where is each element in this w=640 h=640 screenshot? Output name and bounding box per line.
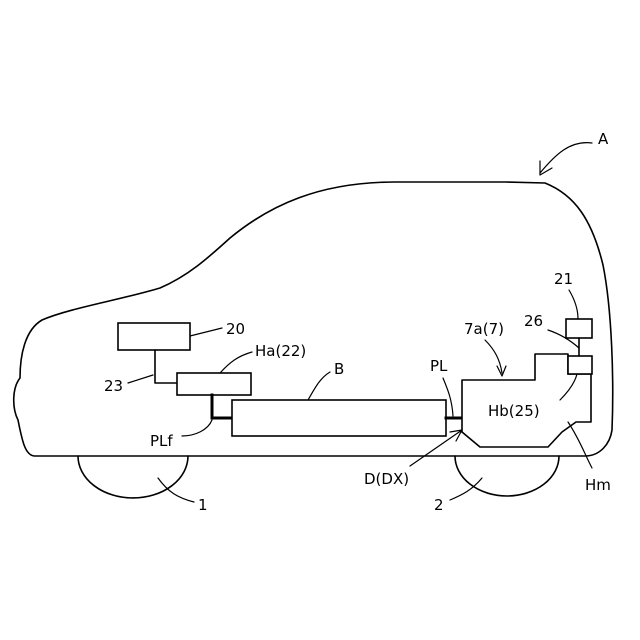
label-component-26: 26 xyxy=(524,312,543,330)
label-component-21: 21 xyxy=(554,270,573,288)
leader-7a xyxy=(485,340,502,373)
label-rear-wheel: 2 xyxy=(434,496,444,514)
label-vehicle: A xyxy=(598,130,609,148)
label-unit-7a: 7a(7) xyxy=(464,320,504,338)
rear-wheel xyxy=(455,456,559,496)
heater-ha-box xyxy=(177,373,251,395)
label-power-line-front: PLf xyxy=(150,432,173,450)
label-heater-ha: Ha(22) xyxy=(255,342,306,360)
leader-21 xyxy=(569,290,578,319)
label-power-line: PL xyxy=(430,357,448,375)
leader-plf xyxy=(182,420,212,436)
leader-ha xyxy=(220,352,252,373)
label-heater-hb: Hb(25) xyxy=(488,402,540,420)
leader-hb xyxy=(560,374,577,400)
label-battery: B xyxy=(334,360,344,378)
leader-hm xyxy=(568,422,592,468)
label-device: D(DX) xyxy=(364,470,409,488)
leader-23 xyxy=(128,375,153,383)
arrow-a xyxy=(540,161,552,175)
heater-hb-box xyxy=(568,356,592,374)
leader-b xyxy=(308,372,330,400)
label-housing: Hm xyxy=(585,476,611,494)
label-component-20: 20 xyxy=(226,320,245,338)
label-front-wheel: 1 xyxy=(198,496,208,514)
leader-20 xyxy=(190,328,222,336)
battery-box xyxy=(232,400,446,436)
connection-23 xyxy=(155,350,177,383)
power-line-front xyxy=(212,395,232,418)
component-21-box xyxy=(566,319,592,338)
label-line-23: 23 xyxy=(104,377,123,395)
component-20-box xyxy=(118,323,190,350)
leader-a xyxy=(540,143,592,173)
